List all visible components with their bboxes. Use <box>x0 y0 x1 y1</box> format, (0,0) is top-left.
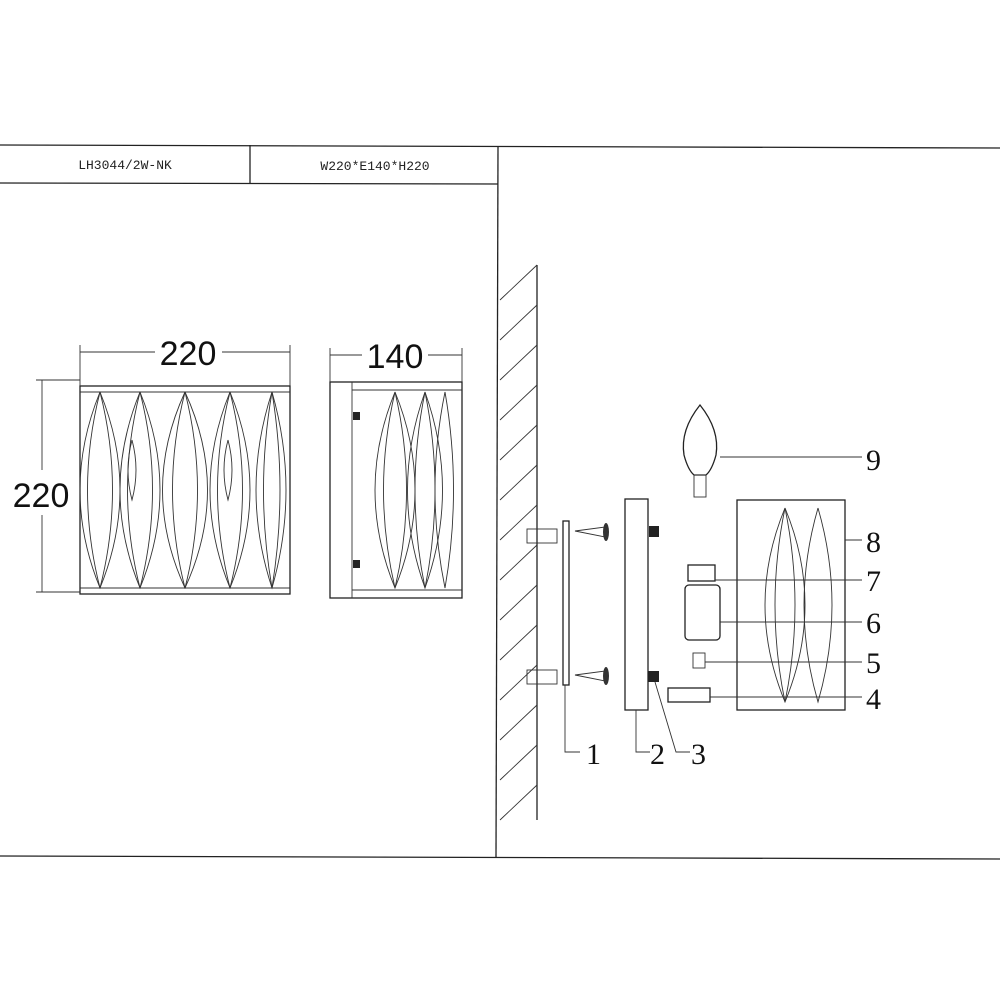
center-divider <box>495 145 499 859</box>
wall-hatch-line <box>499 464 538 501</box>
header-bottom-border <box>0 182 499 185</box>
bulb-outline <box>127 439 137 502</box>
lampshade <box>736 499 846 711</box>
side-lattice <box>374 391 454 590</box>
leader-lines <box>564 456 862 753</box>
height-dimension: 220 <box>13 477 70 515</box>
wall-hatch-line <box>499 264 538 301</box>
mounting-plate <box>562 520 570 686</box>
front-lattice <box>79 391 287 590</box>
part-label-3: 3 <box>691 738 706 771</box>
nut <box>648 671 659 682</box>
lattice-arc <box>87 391 113 589</box>
mount-nut <box>353 412 360 420</box>
lattice-arc <box>217 391 243 589</box>
depth-dimension: 140 <box>367 338 424 376</box>
lattice-arc <box>172 391 198 589</box>
wall-hatch-line <box>499 664 538 701</box>
part-label-8: 8 <box>866 526 881 559</box>
part-label-4: 4 <box>866 683 881 716</box>
wall-hatch-line <box>499 504 538 541</box>
front-frame <box>79 385 291 595</box>
part-label-6: 6 <box>866 607 881 640</box>
wall-hatch-line <box>499 544 538 581</box>
socket-cap <box>687 564 716 582</box>
wall-hatch-line <box>499 784 538 821</box>
wall-hatch-line <box>499 704 538 741</box>
tube <box>667 687 711 703</box>
wall-hatch-line <box>499 624 538 661</box>
screw <box>574 523 609 685</box>
lattice-arc <box>127 391 153 589</box>
side-frame <box>329 381 463 599</box>
nut <box>649 526 659 537</box>
candle-bulb <box>682 403 718 498</box>
wall-hatch-line <box>499 584 538 621</box>
lattice-arc <box>162 391 208 590</box>
lattice-arc <box>255 391 287 590</box>
wall <box>499 264 538 821</box>
width-dimension: 220 <box>160 335 217 373</box>
part-label-2: 2 <box>650 738 665 771</box>
wall-hatch-line <box>499 424 538 461</box>
lattice-arc <box>119 391 161 590</box>
lattice-arc <box>79 391 121 590</box>
socket <box>684 584 721 641</box>
part-label-1: 1 <box>586 738 601 771</box>
part-label-5: 5 <box>866 647 881 680</box>
bulb-outline <box>223 439 233 502</box>
bracket <box>624 498 649 711</box>
overall-dimensions: W220*E140*H220 <box>320 159 429 174</box>
side-view: 140 <box>329 338 463 599</box>
part-label-9: 9 <box>866 444 881 477</box>
bottom-border <box>0 855 1000 860</box>
model-number: LH3044/2W-NK <box>78 158 172 173</box>
front-view: 220 220 <box>13 335 291 595</box>
lattice-arc <box>263 391 281 589</box>
wall-hatch-line <box>499 304 538 341</box>
threaded-nipple <box>692 652 706 669</box>
wall-hatch-line <box>499 344 538 381</box>
top-border <box>0 144 1000 149</box>
mount-nut <box>353 560 360 568</box>
wall-anchor <box>526 528 558 685</box>
exploded-parts <box>526 403 846 711</box>
wall-hatch-line <box>499 744 538 781</box>
part-label-7: 7 <box>866 565 881 598</box>
wall-hatch-line <box>499 384 538 421</box>
